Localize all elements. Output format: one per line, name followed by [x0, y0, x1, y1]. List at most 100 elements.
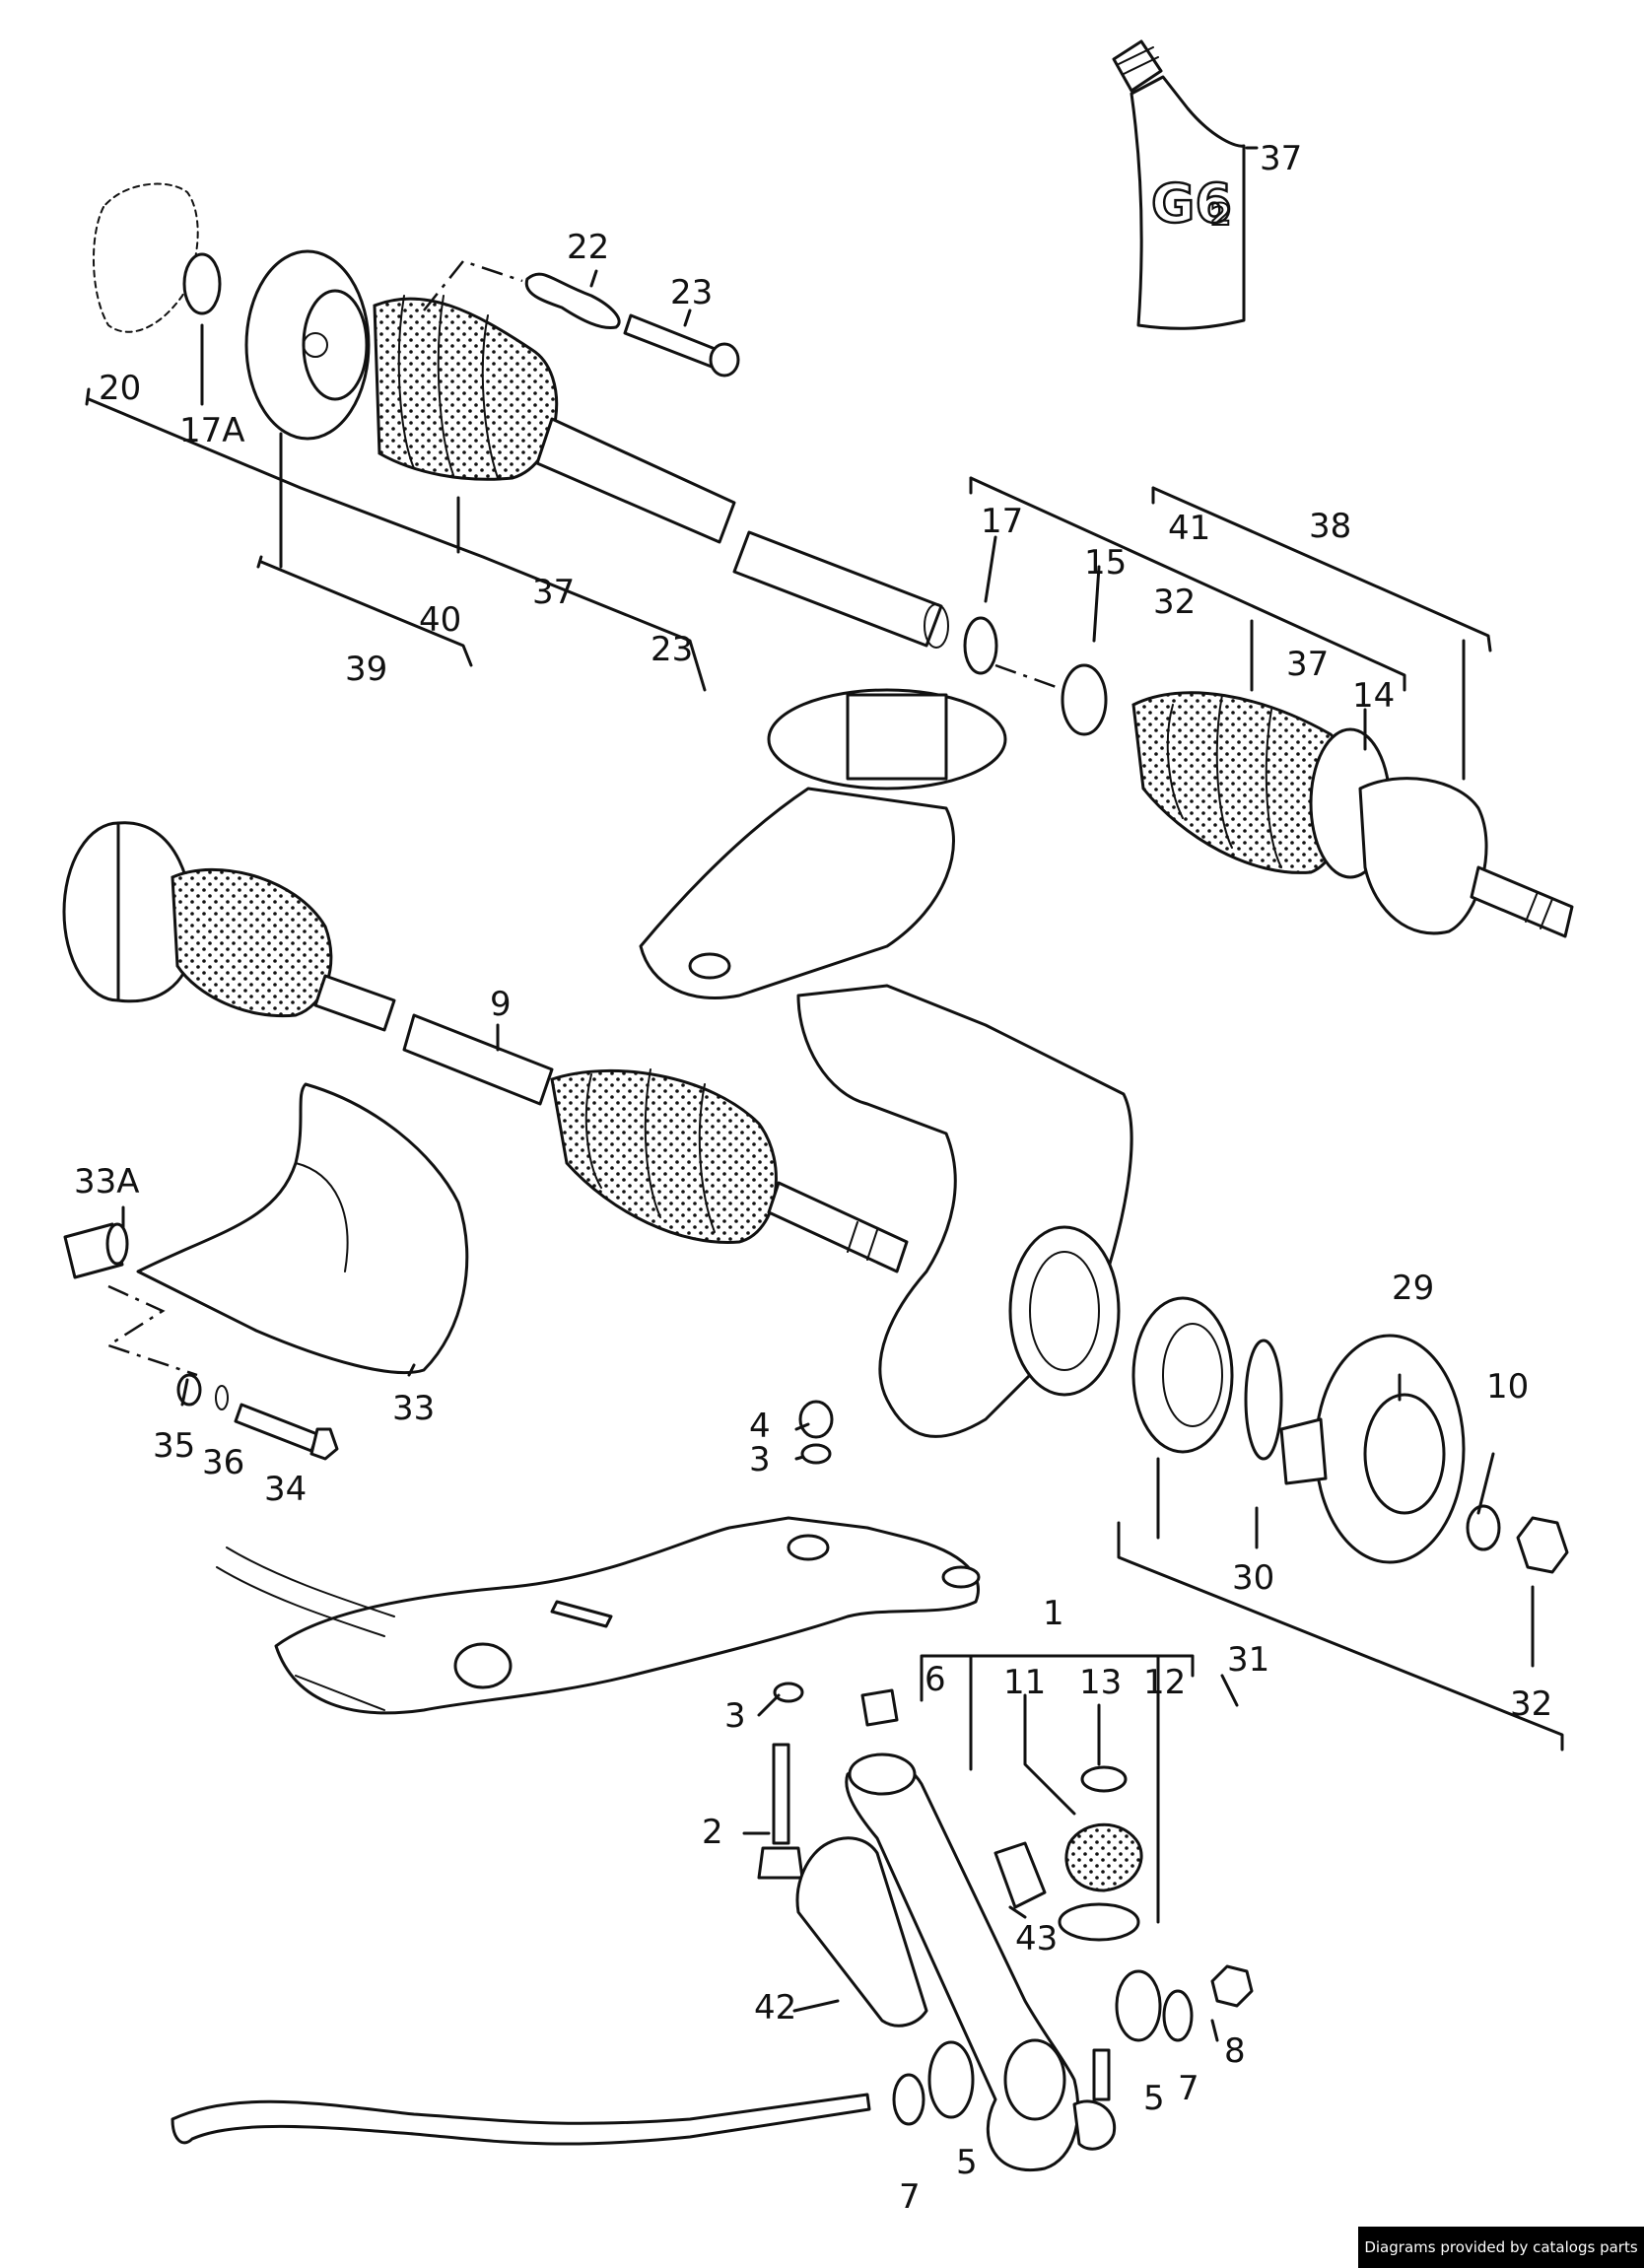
callout-11: 11	[1003, 1663, 1046, 1702]
stub-shaft	[1470, 865, 1574, 938]
callout-42: 42	[754, 1988, 796, 2027]
callout-17: 17	[981, 502, 1023, 541]
callout-9: 9	[490, 985, 512, 1024]
callout-8: 8	[1224, 2031, 1246, 2071]
callout-3-bottom: 3	[724, 1696, 746, 1736]
subframe-body	[274, 1516, 980, 1715]
bush-5-bottom	[927, 2040, 975, 2119]
wheel-bearing	[1131, 1296, 1234, 1454]
stabilizer-bar	[171, 2093, 871, 2146]
clip-43	[993, 1841, 1047, 1909]
callout-32-top: 32	[1153, 583, 1196, 622]
callout-6: 6	[925, 1660, 946, 1699]
shield	[136, 1082, 469, 1375]
callout-33a: 33A	[74, 1162, 140, 1202]
callout-40: 40	[419, 600, 461, 640]
callout-7-bottom: 7	[899, 2177, 921, 2217]
hub-washer	[1466, 1504, 1501, 1551]
drive-shaft	[535, 417, 736, 544]
circlip-13	[1080, 1765, 1128, 1793]
strut-housing	[639, 688, 1133, 1438]
shaft-9	[402, 1013, 554, 1106]
nut-8	[1210, 1964, 1254, 2008]
callout-31: 31	[1227, 1640, 1269, 1680]
nut-4	[798, 1400, 834, 1439]
washer-7-right	[1162, 1989, 1194, 2042]
washer-3-bottom	[773, 1682, 804, 1703]
bush-5-right	[1115, 1969, 1162, 2042]
callout-3-top: 3	[749, 1440, 771, 1479]
callout-15: 15	[1084, 543, 1127, 583]
strut-bracket	[639, 787, 955, 1000]
callout-37-right: 37	[1286, 645, 1329, 684]
inner-boot	[171, 867, 333, 1018]
callout-23-top: 23	[670, 273, 713, 312]
callout-30: 30	[1232, 1558, 1274, 1598]
ring-12	[1058, 1902, 1140, 1942]
outer-boot	[550, 1069, 778, 1244]
guard-42	[795, 1836, 928, 2027]
bolt-34	[234, 1403, 319, 1453]
heat-shield	[63, 1082, 469, 1461]
tube-marking-sub: 2	[1210, 198, 1231, 233]
hub-nut	[1516, 1516, 1569, 1574]
callout-41: 41	[1168, 509, 1210, 548]
cv-joint-housing	[1358, 777, 1488, 935]
rubber-mount	[453, 1642, 513, 1689]
bearing-bore	[1008, 1225, 1121, 1397]
clamp-ring	[1061, 663, 1108, 736]
callout-17a: 17A	[179, 411, 245, 450]
lock-washer-36	[215, 1385, 229, 1410]
watermark-banner: Diagrams provided by catalogs parts	[1358, 2227, 1644, 2268]
callout-37-mid: 37	[532, 573, 575, 612]
control-arm	[171, 1688, 1254, 2171]
callout-23-mid: 23	[651, 630, 693, 669]
callout-labels: 37 22 23 20 17A 37 40 23 39 17 15 41 38 …	[74, 139, 1552, 2217]
callout-43: 43	[1015, 1919, 1058, 1959]
callout-22: 22	[567, 228, 609, 267]
boot-11	[1064, 1822, 1143, 1892]
middle-drive-shaft	[62, 821, 909, 1273]
callout-2: 2	[702, 1813, 723, 1852]
callout-5-bottom: 5	[956, 2143, 978, 2182]
callout-1: 1	[1043, 1594, 1064, 1633]
bush-6	[860, 1688, 899, 1727]
circlip	[182, 252, 222, 315]
callout-7-right: 7	[1178, 2069, 1199, 2108]
tube-marking: G6	[1151, 172, 1232, 235]
callout-32-bottom: 32	[1510, 1684, 1552, 1724]
hub-assembly	[1131, 1296, 1569, 1574]
washer-35	[176, 1373, 202, 1407]
callout-39: 39	[345, 650, 387, 689]
washer-7-bottom	[892, 2073, 925, 2126]
snap-ring	[963, 616, 998, 675]
ball-joint	[1072, 2099, 1117, 2151]
grease-tube: G6 2	[1112, 39, 1246, 330]
subframe	[216, 1400, 981, 1880]
right-cv-joint	[963, 616, 1574, 938]
callout-34: 34	[264, 1470, 307, 1509]
callout-14: 14	[1352, 676, 1395, 716]
callout-33: 33	[392, 1389, 435, 1428]
callout-35: 35	[153, 1426, 195, 1466]
callout-5-right: 5	[1143, 2079, 1165, 2118]
clamp-bracket	[524, 272, 621, 330]
callout-12: 12	[1143, 1663, 1186, 1702]
bearing-circlip	[1244, 1339, 1283, 1461]
callout-4: 4	[749, 1407, 771, 1446]
washer-3-top	[800, 1443, 832, 1465]
callout-36: 36	[202, 1443, 244, 1482]
top-drive-shaft	[93, 182, 949, 649]
callout-10: 10	[1486, 1367, 1529, 1407]
callout-13: 13	[1079, 1663, 1122, 1702]
leader-lines	[85, 146, 1564, 2042]
bolt-2	[772, 1743, 790, 1845]
bolt	[623, 313, 719, 369]
callout-37-tube: 37	[1260, 139, 1302, 178]
cv-boot	[373, 297, 559, 481]
callout-20: 20	[99, 369, 141, 408]
callout-29: 29	[1392, 1269, 1434, 1308]
gasket	[93, 182, 199, 333]
callout-38: 38	[1309, 507, 1351, 546]
